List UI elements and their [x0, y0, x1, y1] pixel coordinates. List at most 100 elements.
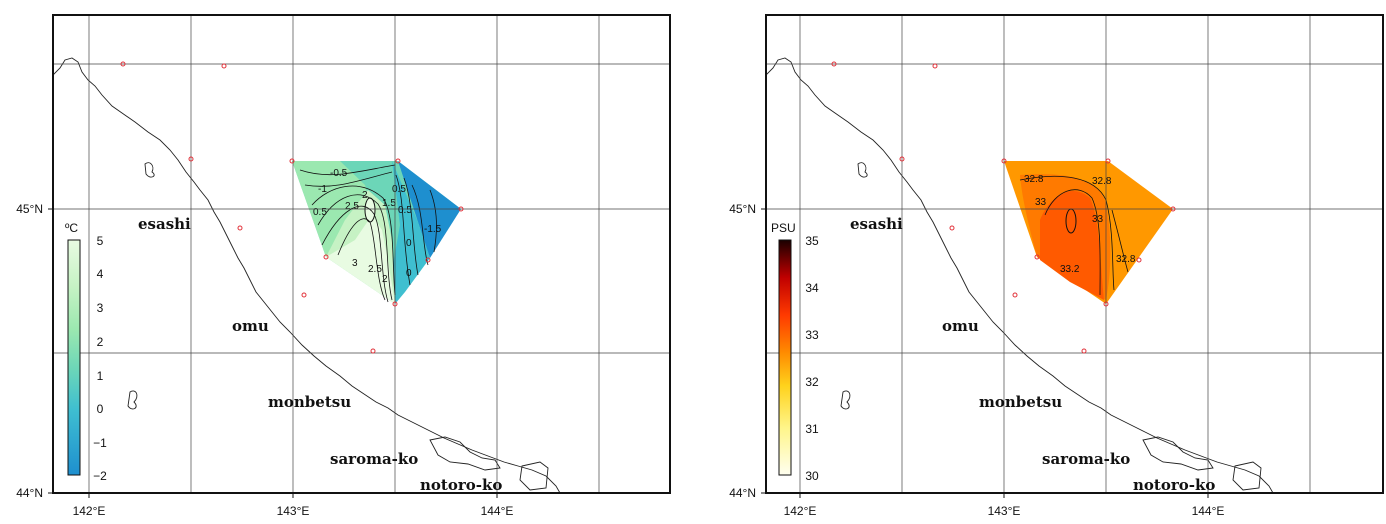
station-marker	[1103, 301, 1109, 307]
place-labels: esashi omu monbetsu saroma-ko notoro-ko	[850, 215, 1215, 494]
x-tick-label: 144°E	[481, 504, 514, 518]
station-marker	[370, 348, 376, 354]
coastline	[53, 57, 561, 493]
graticule	[766, 15, 1383, 493]
station-marker	[1012, 292, 1018, 298]
colorbar-tick-label: 34	[805, 281, 819, 295]
colorbar-unit: PSU	[771, 221, 796, 235]
y-tick-label: 44°N	[729, 486, 756, 500]
station-marker	[1136, 257, 1142, 263]
contour-label: 2.5	[345, 201, 359, 212]
x-tick-label: 142°E	[73, 504, 106, 518]
temperature-colorbar: ºC 5 4 3 2 1 0 −1 −2	[65, 221, 107, 483]
contour-label: 32.8	[1116, 254, 1136, 265]
place-label-esashi: esashi	[850, 215, 903, 233]
graticule	[53, 15, 670, 493]
colorbar-tick-label: 3	[97, 301, 104, 315]
salinity-colorbar: PSU 35 34 33 32 31 30	[771, 221, 819, 483]
axis-tick-labels: 142°E 143°E 144°E 45°N 44°N	[16, 202, 513, 518]
station-marker	[1105, 158, 1111, 164]
station-marker	[1001, 158, 1007, 164]
salinity-contour-labels: 32.8 32.8 33 33 32.8 33.2	[1024, 174, 1136, 275]
station-marker	[1170, 206, 1176, 212]
contour-label: -0.5	[330, 168, 348, 179]
place-label-monbetsu: monbetsu	[268, 393, 351, 411]
x-tick-label: 142°E	[784, 504, 817, 518]
contour-label: 33.2	[1060, 264, 1080, 275]
station-markers	[831, 61, 1176, 354]
place-label-omu: omu	[232, 317, 269, 335]
place-label-notoro-ko: notoro-ko	[420, 476, 502, 494]
contour-label: 1.5	[382, 198, 396, 209]
place-label-esashi: esashi	[138, 215, 191, 233]
y-tick-label: 44°N	[16, 486, 43, 500]
y-tick-label: 45°N	[16, 202, 43, 216]
colorbar-tick-label: 35	[805, 234, 819, 248]
station-marker	[188, 156, 194, 162]
salinity-field	[1004, 161, 1173, 304]
contour-label: 32.8	[1092, 176, 1112, 187]
station-marker	[425, 257, 431, 263]
colorbar-tick-label: 33	[805, 328, 819, 342]
colorbar-tick-label: −1	[93, 436, 107, 450]
station-marker	[221, 63, 227, 69]
station-marker	[301, 292, 307, 298]
contour-label: 0.5	[392, 184, 406, 195]
station-marker	[899, 156, 905, 162]
contour-label: 3	[352, 258, 358, 269]
place-label-notoro-ko: notoro-ko	[1133, 476, 1215, 494]
colorbar-tick-label: 0	[97, 402, 104, 416]
x-tick-label: 144°E	[1192, 504, 1225, 518]
salinity-map-panel: 32.8 32.8 33 33 32.8 33.2	[729, 14, 1384, 518]
y-tick-label: 45°N	[729, 202, 756, 216]
contour-label: 33	[1035, 197, 1047, 208]
station-marker	[120, 61, 126, 67]
contour-label: 0	[406, 238, 412, 249]
contour-label: 0	[406, 268, 412, 279]
station-marker	[831, 61, 837, 67]
station-marker	[392, 301, 398, 307]
colorbar-tick-label: 1	[97, 369, 104, 383]
station-marker	[458, 206, 464, 212]
station-marker	[1034, 254, 1040, 260]
temperature-map-panel: -0.5 -1 0.5 2.5 2 1.5 0.5 0.5 -1.5 0 3 2…	[16, 14, 671, 518]
station-markers	[120, 61, 464, 354]
temperature-field	[292, 161, 461, 304]
colorbar-tick-label: 5	[97, 234, 104, 248]
x-tick-label: 143°E	[988, 504, 1021, 518]
place-label-saroma-ko: saroma-ko	[330, 450, 418, 468]
station-marker	[949, 225, 955, 231]
station-marker	[323, 254, 329, 260]
map-frame	[48, 14, 671, 498]
colorbar-tick-label: 30	[805, 469, 819, 483]
x-tick-label: 143°E	[277, 504, 310, 518]
colorbar-unit: ºC	[65, 221, 78, 235]
temperature-contours	[299, 164, 437, 303]
colorbar-tick-label: −2	[93, 469, 107, 483]
contour-label: -1.5	[424, 224, 442, 235]
station-marker	[237, 225, 243, 231]
contour-label: 2	[362, 190, 368, 201]
contour-label: 33	[1092, 214, 1104, 225]
contour-label: 2	[382, 274, 388, 285]
colorbar-tick-label: 31	[805, 422, 819, 436]
axis-tick-labels: 142°E 143°E 144°E 45°N 44°N	[729, 202, 1224, 518]
station-marker	[932, 63, 938, 69]
place-label-omu: omu	[942, 317, 979, 335]
contour-label: 0.5	[313, 207, 327, 218]
station-marker	[289, 158, 295, 164]
colorbar-tick-label: 2	[97, 335, 104, 349]
colorbar-tick-label: 32	[805, 375, 819, 389]
station-marker	[395, 158, 401, 164]
place-label-monbetsu: monbetsu	[979, 393, 1062, 411]
temperature-contour-labels: -0.5 -1 0.5 2.5 2 1.5 0.5 0.5 -1.5 0 3 2…	[313, 168, 442, 285]
contour-label: 2.5	[368, 264, 382, 275]
place-labels: esashi omu monbetsu saroma-ko notoro-ko	[138, 215, 502, 494]
contour-label: -1	[318, 184, 327, 195]
colorbar-tick-label: 4	[97, 267, 104, 281]
station-marker	[1081, 348, 1087, 354]
contour-label: 32.8	[1024, 174, 1044, 185]
contour-label: 0.5	[398, 205, 412, 216]
coastline	[766, 57, 1274, 493]
